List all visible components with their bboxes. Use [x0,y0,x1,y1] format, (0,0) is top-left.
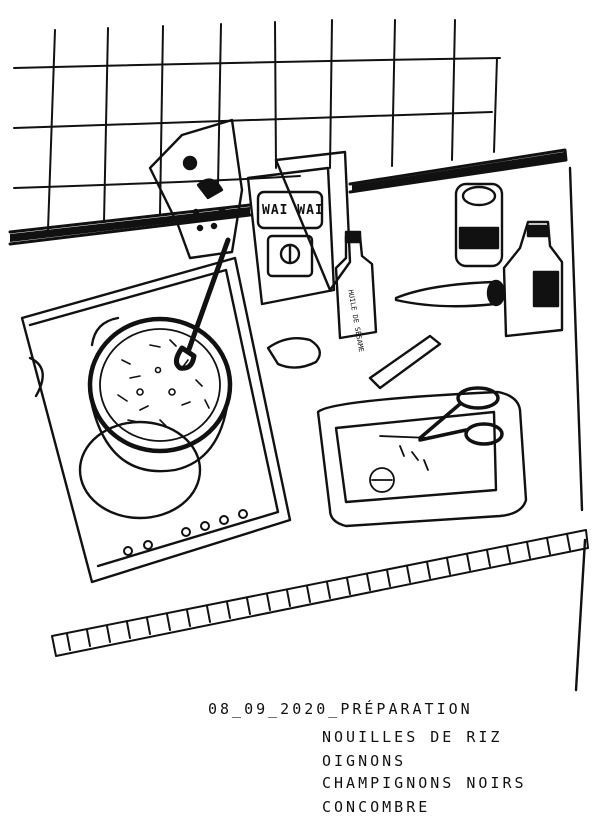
noodles-in-pot [117,339,210,427]
stovetop [20,256,292,584]
caption-item: NOUILLES DE RIZ [322,728,503,746]
onion-slices [369,435,431,493]
pot [87,237,233,473]
sesame-oil-bottle [334,230,378,340]
spice-jar [454,182,504,268]
sauce-bottle [502,220,564,338]
mushroom-bag [148,118,244,260]
wall-tiles [13,19,501,231]
burner-ring [78,420,202,520]
scissors [418,386,504,446]
spoon [174,237,231,371]
noodle-package [246,150,352,306]
noodle-brand-label: WAI WAI [262,203,324,218]
caption-item: CHAMPIGNONS NOIRS [322,774,527,792]
counter-front-edge [51,529,589,657]
lime [266,337,322,369]
caption-title: 08_09_2020_PRÉPARATION [208,700,473,718]
stove-knobs [123,509,248,556]
counter-edge [568,166,587,692]
cutting-board [316,386,528,528]
caption-item: OIGNONS [322,752,407,770]
caption-item: CONCOMBRE [322,798,431,816]
backsplash-fill [10,152,565,242]
cucumber-stick [368,334,442,390]
oil-bottle-label: HUILE DE SÉSAME [346,289,366,353]
cucumber [394,279,506,308]
